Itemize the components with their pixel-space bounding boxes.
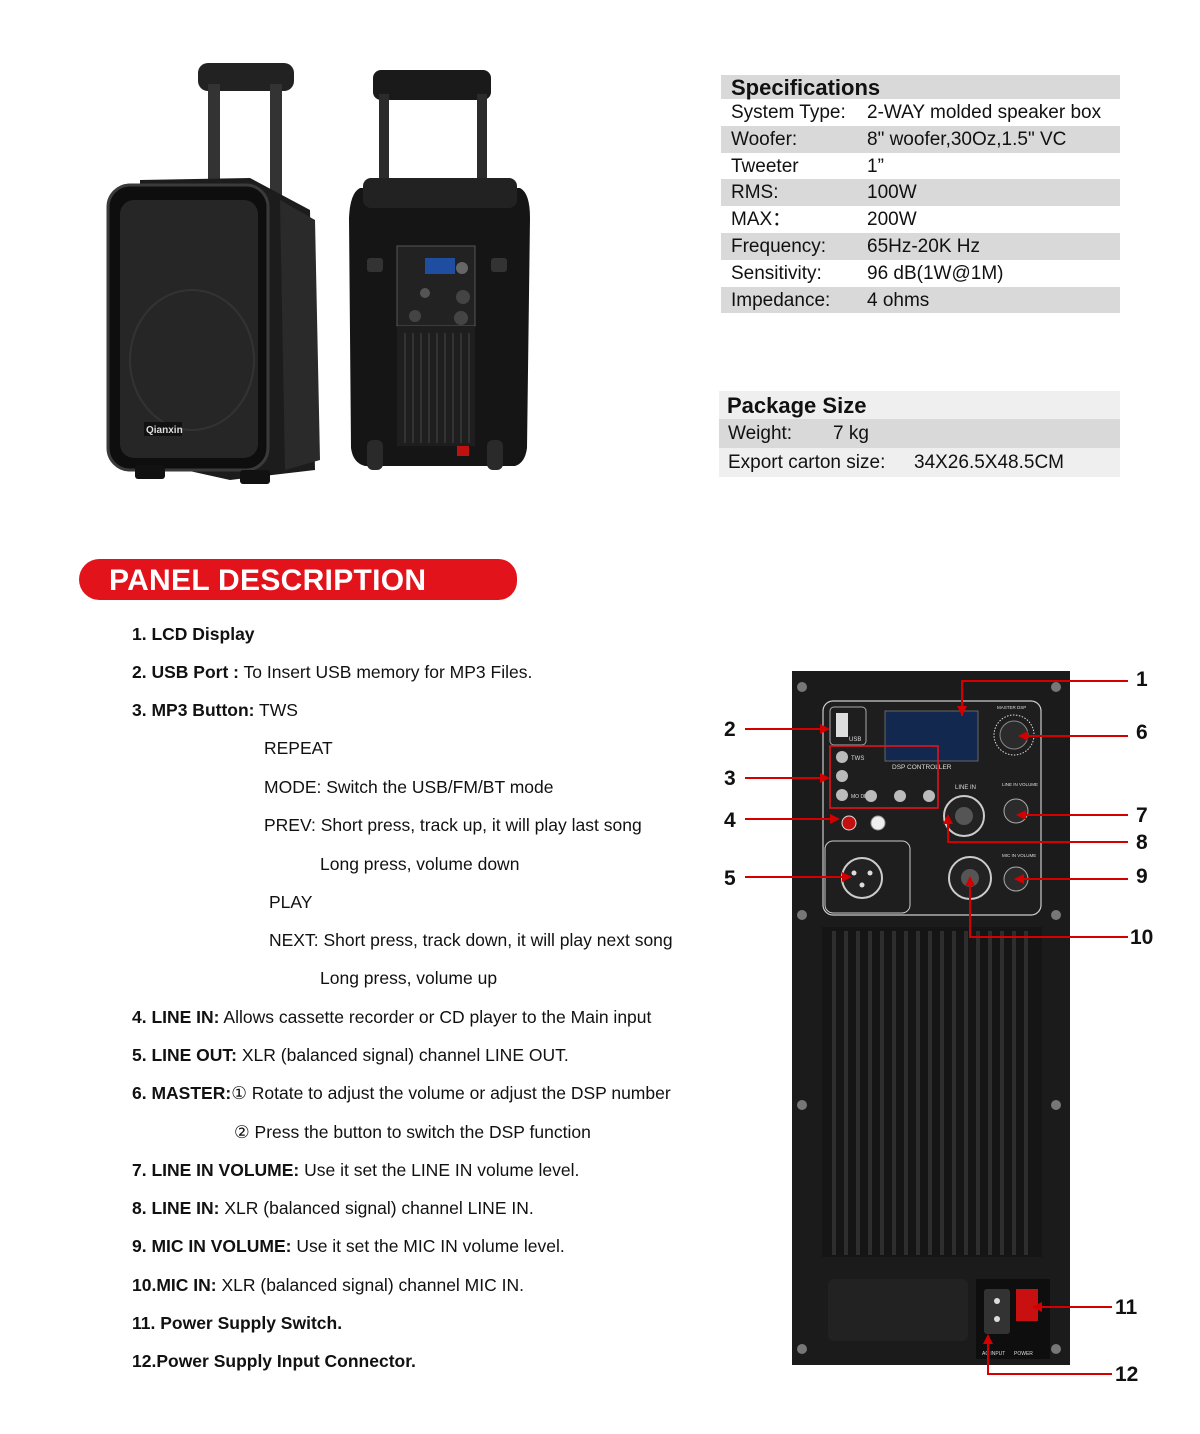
- spec-value: 2-WAY molded speaker box: [867, 102, 1102, 123]
- svg-text:TWS: TWS: [851, 756, 864, 762]
- desc-item: 1. LCD Display: [132, 624, 255, 644]
- specifications-title: Specifications: [721, 75, 1120, 100]
- callout-3: 3: [724, 767, 736, 790]
- callout-9: 9: [1136, 865, 1148, 888]
- spec-label: Frequency:: [731, 235, 827, 257]
- desc-item: 4. LINE IN: Allows cassette recorder or …: [132, 1007, 652, 1027]
- desc-item: MODE: Switch the USB/FM/BT mode: [264, 777, 554, 797]
- package-label: Weight:: [728, 423, 793, 444]
- desc-item: 10.MIC IN: XLR (balanced signal) channel…: [132, 1275, 524, 1295]
- svg-text:MO DE: MO DE: [851, 794, 868, 800]
- svg-text:LINE IN VOLUME: LINE IN VOLUME: [1002, 782, 1038, 787]
- spec-row: Impedance: 4 ohms: [721, 286, 1120, 314]
- svg-text:MASTER DSP: MASTER DSP: [997, 705, 1026, 710]
- spec-label: MAX：: [731, 209, 792, 231]
- callout-1: 1: [1136, 668, 1148, 691]
- speaker-rear-photo: [345, 68, 535, 478]
- callout-2: 2: [724, 718, 736, 741]
- spec-label: System Type:: [731, 102, 846, 123]
- usb-label: USB: [849, 737, 861, 743]
- svg-text:POWER: POWER: [1014, 1351, 1033, 1357]
- desc-item: 6. MASTER:① Rotate to adjust the volume …: [132, 1083, 671, 1103]
- spec-value: 8" woofer,30Oz,1.5" VC: [867, 128, 1067, 150]
- spec-row: Tweeter 1”: [721, 153, 1120, 180]
- package-row: Export carton size: 34X26.5X48.5CM: [719, 448, 1120, 477]
- callout-7: 7: [1136, 804, 1148, 827]
- spec-row: Sensitivity: 96 dB(1W@1M): [721, 260, 1120, 287]
- spec-value: 1”: [867, 155, 884, 177]
- svg-text:AC INPUT: AC INPUT: [982, 1351, 1005, 1357]
- spec-row: Frequency: 65Hz-20K Hz: [721, 232, 1120, 260]
- spec-value: 100W: [867, 182, 917, 204]
- package-size-table: Package Size Weight: 7 kg Export carton s…: [719, 391, 1120, 477]
- desc-item: REPEAT: [264, 738, 333, 758]
- speaker-front-photo: Qianxin: [100, 60, 335, 490]
- package-row: Weight: 7 kg: [719, 419, 1120, 448]
- desc-item: 7. LINE IN VOLUME: Use it set the LINE I…: [132, 1160, 580, 1180]
- spec-label: Impedance:: [731, 289, 831, 311]
- desc-item: ② Press the button to switch the DSP fun…: [234, 1122, 591, 1142]
- spec-label: Sensitivity:: [731, 262, 822, 284]
- callout-5: 5: [724, 867, 736, 890]
- callout-8: 8: [1136, 831, 1148, 854]
- package-value: 34X26.5X48.5CM: [914, 452, 1064, 473]
- brand-logo: Qianxin: [146, 425, 183, 436]
- svg-text:LINE IN: LINE IN: [955, 785, 976, 791]
- desc-item: 3. MP3 Button: TWS: [132, 700, 298, 720]
- specifications-table: Specifications System Type: 2-WAY molded …: [721, 75, 1120, 314]
- spec-label: Tweeter: [731, 155, 799, 177]
- desc-item: 11. Power Supply Switch.: [132, 1313, 343, 1333]
- spec-label: Woofer:: [731, 128, 798, 150]
- callout-11: 11: [1115, 1296, 1138, 1319]
- spec-value: 4 ohms: [867, 289, 930, 311]
- desc-item: 12.Power Supply Input Connector.: [132, 1351, 416, 1371]
- svg-text:DSP CONTROLLER: DSP CONTROLLER: [892, 764, 952, 771]
- callout-6: 6: [1136, 721, 1148, 744]
- spec-label: RMS:: [731, 182, 779, 204]
- callout-12: 12: [1115, 1363, 1139, 1386]
- spec-row: MAX： 200W: [721, 206, 1120, 233]
- package-value: 7 kg: [833, 423, 869, 444]
- spec-row: System Type: 2-WAY molded speaker box: [721, 99, 1120, 126]
- callout-10: 10: [1130, 926, 1154, 949]
- desc-item: 5. LINE OUT: XLR (balanced signal) chann…: [132, 1045, 569, 1065]
- spec-value: 96 dB(1W@1M): [867, 262, 1004, 284]
- desc-item: PREV: Short press, track up, it will pla…: [264, 815, 642, 835]
- desc-item: 2. USB Port : To Insert USB memory for M…: [132, 662, 533, 682]
- package-size-title: Package Size: [719, 391, 1120, 419]
- rear-panel-diagram: USB DSP CONTROLLER MASTER DSP TWS MO DE …: [792, 671, 1070, 1365]
- panel-description-banner: PANEL DESCRIPTION: [79, 559, 517, 600]
- callout-4: 4: [724, 809, 736, 832]
- spec-row: Woofer: 8" woofer,30Oz,1.5" VC: [721, 125, 1120, 153]
- banner-title: PANEL DESCRIPTION: [109, 564, 427, 597]
- desc-item: 8. LINE IN: XLR (balanced signal) channe…: [132, 1198, 534, 1218]
- package-label: Export carton size:: [728, 452, 886, 473]
- spec-value: 200W: [867, 209, 917, 231]
- desc-item: Long press, volume up: [320, 968, 498, 988]
- desc-item: NEXT: Short press, track down, it will p…: [269, 930, 673, 950]
- desc-item: 9. MIC IN VOLUME: Use it set the MIC IN …: [132, 1236, 565, 1256]
- spec-row: RMS: 100W: [721, 179, 1120, 207]
- desc-item: Long press, volume down: [320, 854, 520, 874]
- svg-text:MIC IN VOLUME: MIC IN VOLUME: [1002, 853, 1036, 858]
- spec-value: 65Hz-20K Hz: [867, 235, 980, 257]
- desc-item: PLAY: [269, 892, 313, 912]
